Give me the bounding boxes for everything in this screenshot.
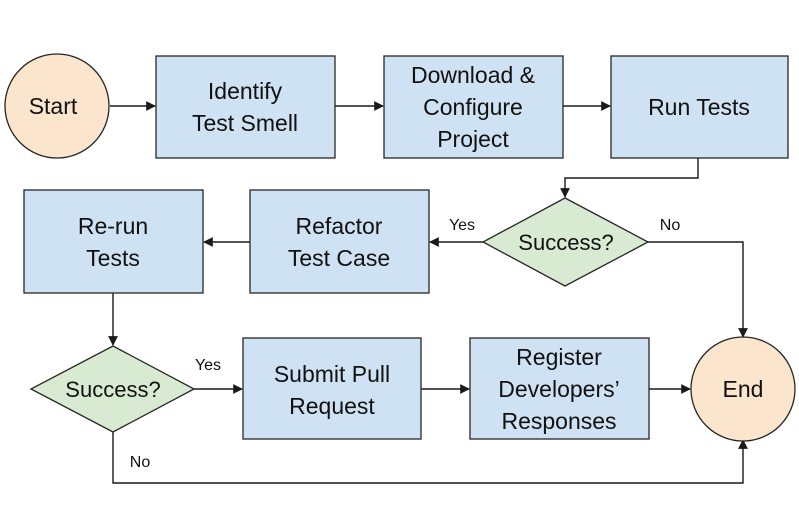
decision2-node: Success? bbox=[29, 345, 196, 433]
decision2-yes-label: Yes bbox=[195, 357, 221, 374]
register-responses-node: Register Developers’ Responses bbox=[469, 337, 650, 440]
end-node: End bbox=[690, 336, 796, 442]
identify-label-line2: Test Smell bbox=[192, 110, 298, 136]
download-label-line2: Configure bbox=[423, 94, 523, 120]
edge-decision2-no bbox=[112, 432, 748, 484]
identify-test-smell-node: Identify Test Smell bbox=[155, 55, 336, 159]
download-label-line3: Project bbox=[437, 126, 509, 152]
start-node: Start bbox=[4, 53, 110, 159]
edge-decision1-no bbox=[648, 241, 748, 338]
rerun-label-line2: Tests bbox=[86, 245, 140, 271]
rerun-tests-node: Re-run Tests bbox=[23, 189, 204, 294]
end-label: End bbox=[723, 376, 764, 402]
register-label-line3: Responses bbox=[501, 408, 616, 434]
decision2-label: Success? bbox=[65, 377, 160, 402]
edge-run-to-decision1 bbox=[560, 158, 699, 198]
start-label: Start bbox=[29, 93, 78, 119]
decision2-no-label: No bbox=[130, 454, 151, 471]
register-label-line1: Register bbox=[516, 344, 602, 370]
refactor-label-line1: Refactor bbox=[296, 213, 383, 239]
edges bbox=[108, 101, 748, 484]
refactor-label-line2: Test Case bbox=[288, 245, 390, 271]
register-label-line2: Developers’ bbox=[498, 376, 619, 402]
decision1-node: Success? bbox=[481, 197, 650, 287]
submit-label-line1: Submit Pull bbox=[274, 361, 390, 387]
decision1-yes-label: Yes bbox=[449, 217, 475, 234]
decision1-label: Success? bbox=[518, 230, 613, 255]
rerun-label-line1: Re-run bbox=[78, 213, 148, 239]
run-tests-node: Run Tests bbox=[610, 55, 789, 159]
identify-label-line1: Identify bbox=[208, 78, 283, 104]
submit-label-line2: Request bbox=[289, 393, 375, 419]
download-configure-node: Download & Configure Project bbox=[383, 55, 564, 159]
refactor-test-case-node: Refactor Test Case bbox=[249, 189, 430, 294]
download-label-line1: Download & bbox=[411, 62, 535, 88]
run-tests-label: Run Tests bbox=[648, 94, 750, 120]
submit-pull-request-node: Submit Pull Request bbox=[242, 337, 422, 440]
decision1-no-label: No bbox=[660, 217, 681, 234]
